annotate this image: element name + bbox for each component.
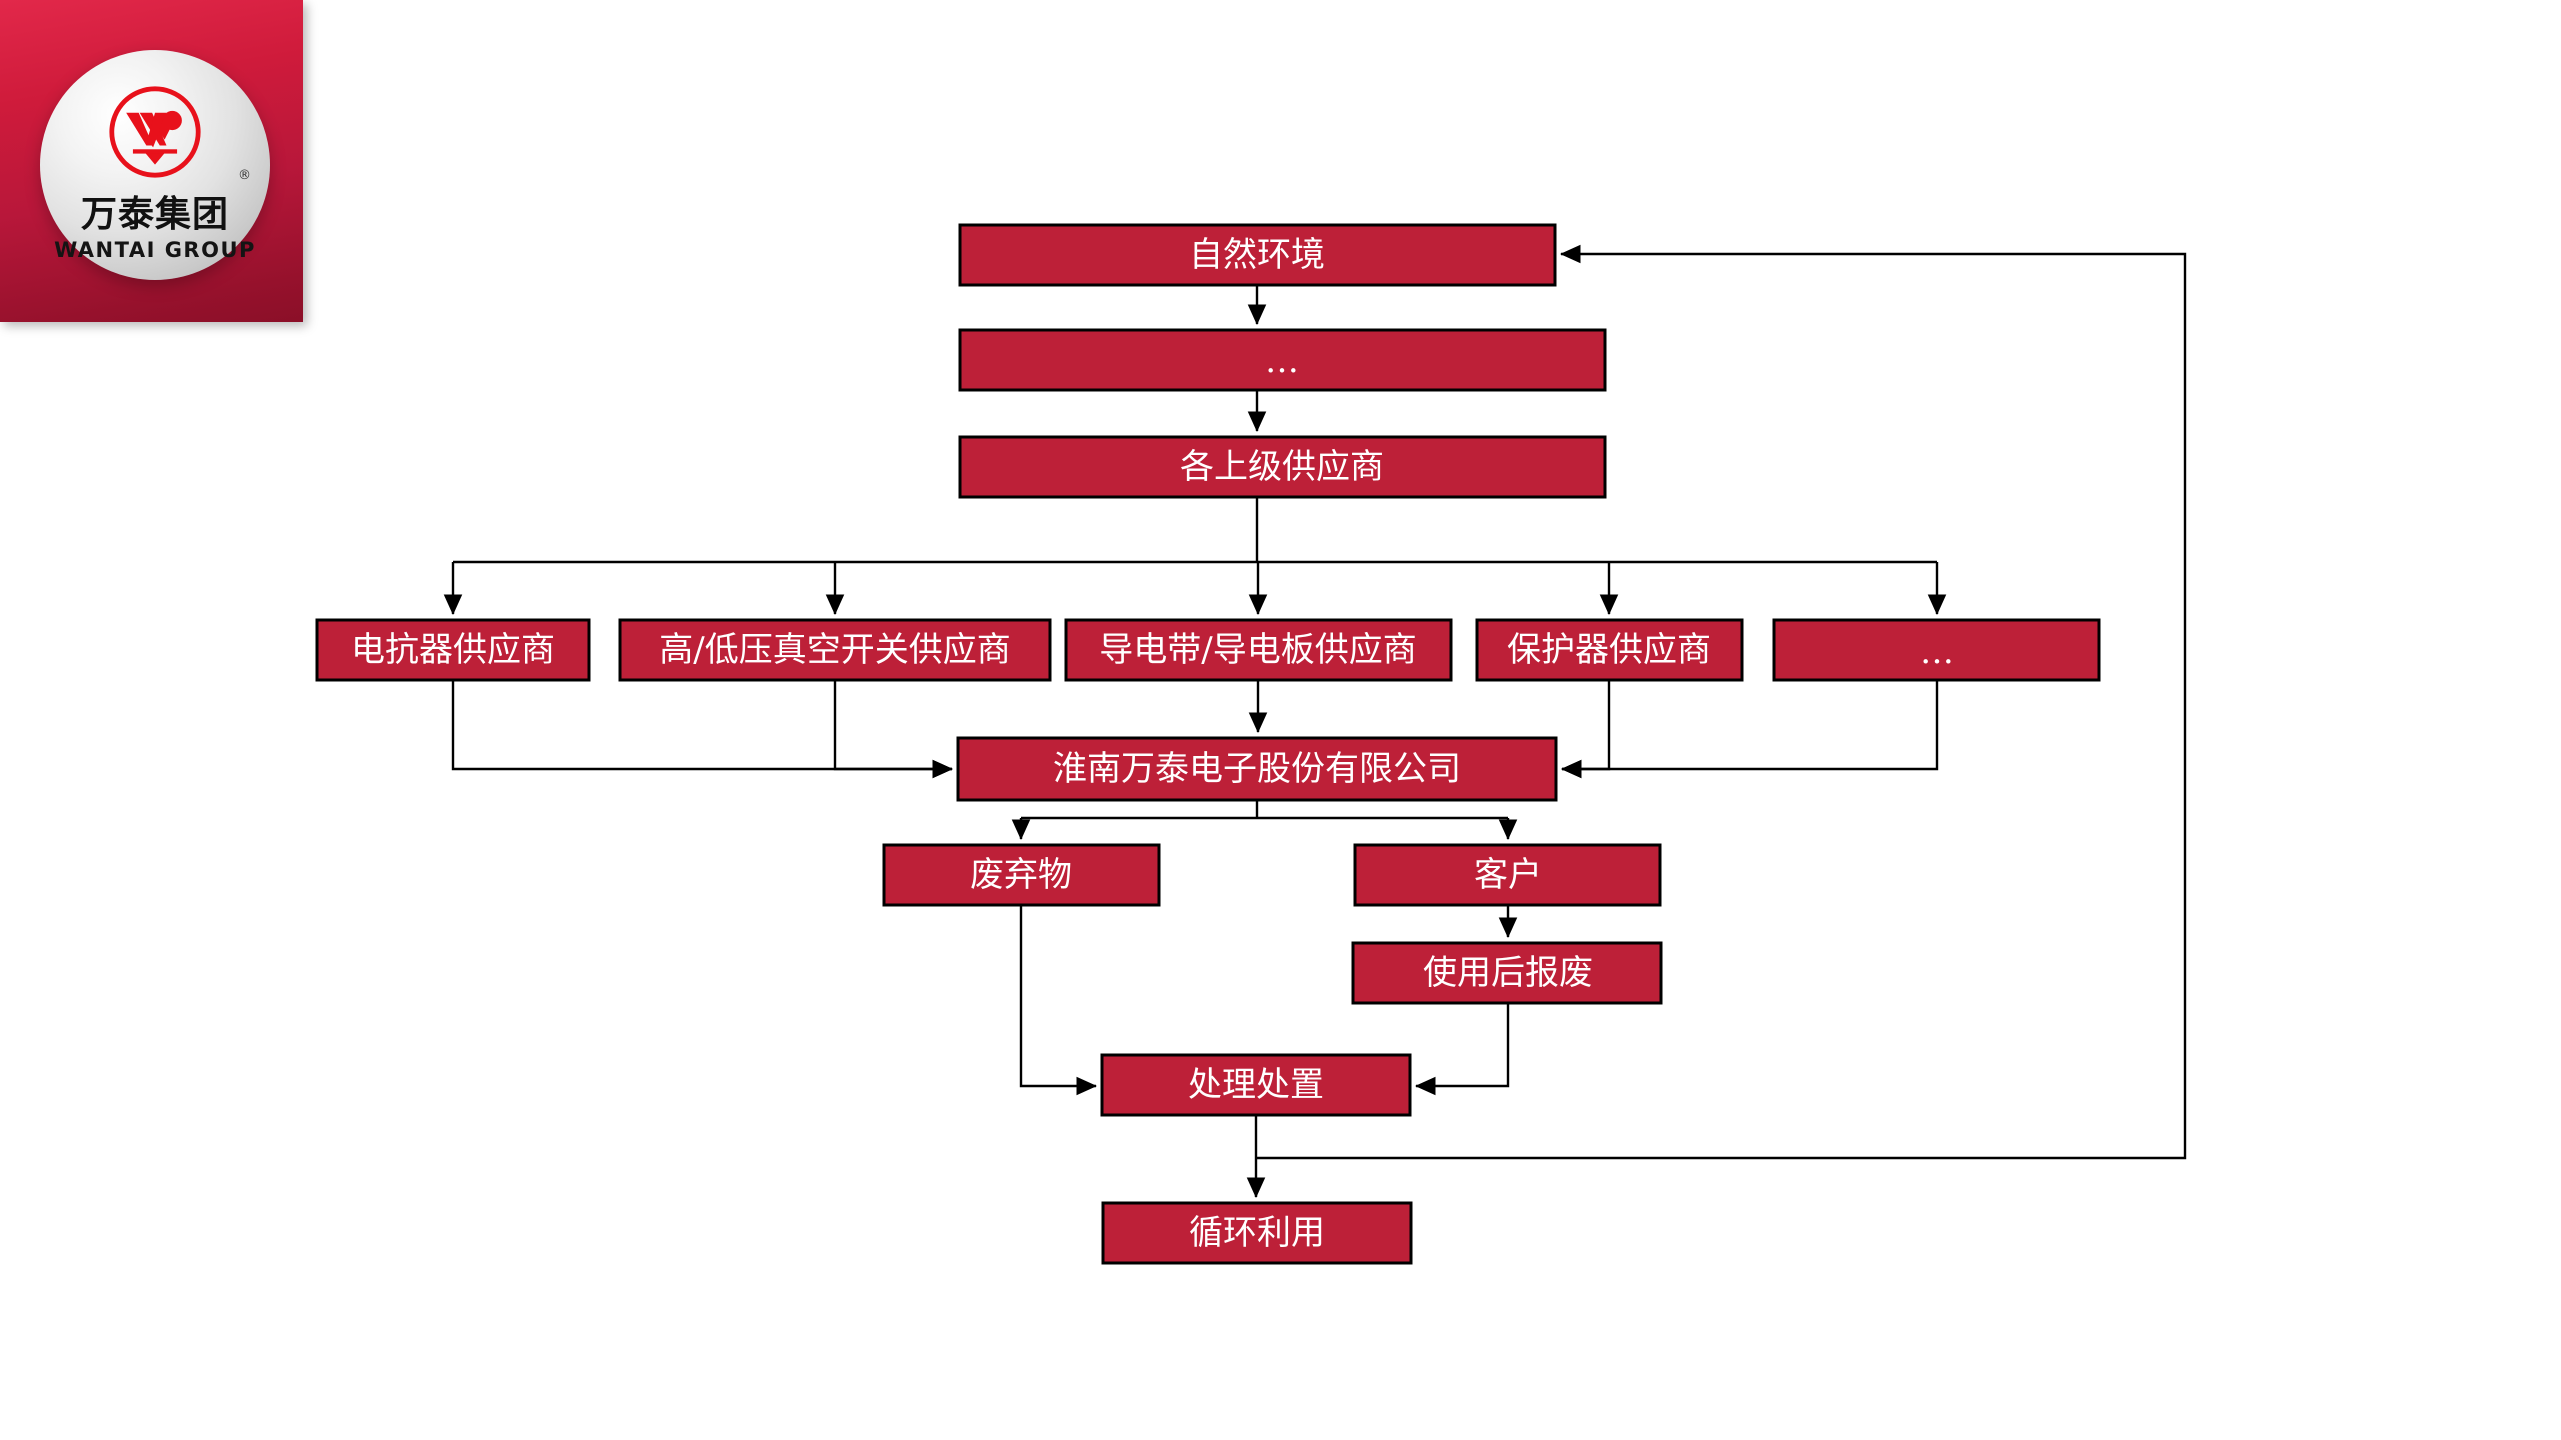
node-label: 处理处置: [1188, 1065, 1324, 1105]
wantai-emblem-icon: [109, 86, 201, 178]
node-label: 保护器供应商: [1507, 630, 1711, 670]
node-label: 高/低压真空开关供应商: [659, 630, 1010, 670]
node-label: …: [1920, 632, 1954, 672]
node-label: 自然环境: [1189, 235, 1325, 275]
node-ellipsis-suppliers[interactable]: …: [1772, 618, 2101, 682]
node-label: 导电带/导电板供应商: [1099, 630, 1416, 670]
registered-trademark-icon: ®: [238, 168, 251, 183]
node-label: 各上级供应商: [1180, 447, 1384, 487]
node-vacuum-switch-supplier[interactable]: 高/低压真空开关供应商: [618, 618, 1052, 682]
flowchart-edges: [443, 244, 2187, 1198]
node-reactor-supplier[interactable]: 电抗器供应商: [315, 618, 591, 682]
edge-waste-to-treatment: [1019, 905, 1097, 1096]
edge-sup1-to-company: [451, 680, 953, 779]
node-label: 使用后报废: [1423, 953, 1593, 993]
node-label: …: [1265, 341, 1299, 381]
node-label: 循环利用: [1189, 1213, 1325, 1253]
node-conductive-strip-supplier[interactable]: 导电带/导电板供应商: [1064, 618, 1453, 682]
node-label: 废弃物: [970, 855, 1072, 895]
node-customer[interactable]: 客户: [1353, 843, 1662, 907]
edge-sup2-to-company: [833, 680, 953, 779]
logo-name-cn: 万泰集团: [80, 194, 229, 235]
edge-treatment-to-env-feedback: [1256, 244, 2187, 1160]
edge-sup4-to-company: [1561, 680, 1611, 779]
node-huainan-wantai-electronics[interactable]: 淮南万泰电子股份有限公司: [956, 736, 1558, 802]
edge-scrapped-to-treatment: [1415, 1003, 1510, 1096]
logo-sphere: ® 万泰集团 WANTAI GROUP: [40, 50, 270, 280]
flowchart-nodes: 自然环境 … 各上级供应商 电抗器供应商 高/低压真空开关供应商 导电带/导电板…: [315, 223, 2101, 1265]
wantai-group-logo-panel: ® 万泰集团 WANTAI GROUP: [0, 0, 303, 322]
node-label: 客户: [1474, 855, 1542, 895]
node-treatment-disposal[interactable]: 处理处置: [1100, 1053, 1412, 1117]
node-label: 淮南万泰电子股份有限公司: [1053, 749, 1461, 789]
node-upper-tier-suppliers[interactable]: 各上级供应商: [958, 435, 1607, 499]
edge-sup5-to-company: [1561, 680, 1939, 779]
node-recycling[interactable]: 循环利用: [1101, 1201, 1413, 1265]
node-natural-environment[interactable]: 自然环境: [958, 223, 1557, 287]
node-ellipsis-upstream[interactable]: …: [958, 328, 1607, 392]
logo-name-en: WANTAI GROUP: [54, 238, 256, 262]
node-protector-supplier[interactable]: 保护器供应商: [1475, 618, 1744, 682]
node-scrapped-after-use[interactable]: 使用后报废: [1351, 941, 1663, 1005]
node-label: 电抗器供应商: [351, 630, 555, 670]
node-waste[interactable]: 废弃物: [882, 843, 1161, 907]
